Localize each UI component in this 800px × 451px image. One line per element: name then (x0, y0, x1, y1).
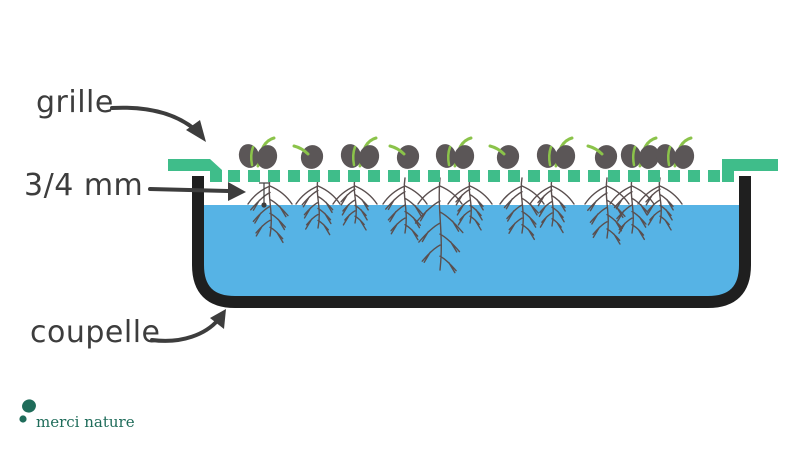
arrow-dimension (150, 189, 228, 191)
water (198, 205, 745, 302)
grid-slat (288, 170, 300, 182)
grid-slat (468, 170, 480, 182)
grid-slat (308, 170, 320, 182)
grid-slat (488, 170, 500, 182)
grid-slat (628, 170, 640, 182)
seedling (236, 138, 280, 171)
two-dots-leaf-icon (18, 398, 38, 434)
grid-slat (408, 170, 420, 182)
grid-slat (668, 170, 680, 182)
arrow-grille (112, 108, 198, 132)
grid-slat (588, 170, 600, 182)
grid-slat (568, 170, 580, 182)
grid-slat (708, 170, 720, 182)
grid-slat (448, 170, 460, 182)
grid-slat (348, 170, 360, 182)
grid-slat (268, 170, 280, 182)
brand-name: merci nature (36, 415, 135, 430)
seed (294, 142, 326, 172)
grid-slat (688, 170, 700, 182)
seedling (534, 138, 578, 171)
grid-slat (248, 170, 260, 182)
grid-slat (508, 170, 520, 182)
label-dimension: 3/4 mm (24, 171, 143, 201)
seed (588, 142, 620, 172)
grid-slat (388, 170, 400, 182)
seedling (433, 138, 477, 171)
seed (390, 142, 422, 172)
seedling (618, 138, 662, 171)
grid-slat (528, 170, 540, 182)
arrow-dimension-head (228, 182, 246, 201)
grid-slat (608, 170, 620, 182)
grid-slat (228, 170, 240, 182)
seeds (236, 138, 697, 172)
arrow-coupelle (152, 320, 218, 341)
grid-slat (548, 170, 560, 182)
grid-slat (648, 170, 660, 182)
grid-slat (328, 170, 340, 182)
seedling (338, 138, 382, 171)
seedling (653, 138, 697, 171)
grid-slat (428, 170, 440, 182)
label-coupelle: coupelle (30, 318, 161, 348)
seed (490, 142, 522, 172)
label-grille: grille (36, 88, 114, 118)
grid-slat (368, 170, 380, 182)
